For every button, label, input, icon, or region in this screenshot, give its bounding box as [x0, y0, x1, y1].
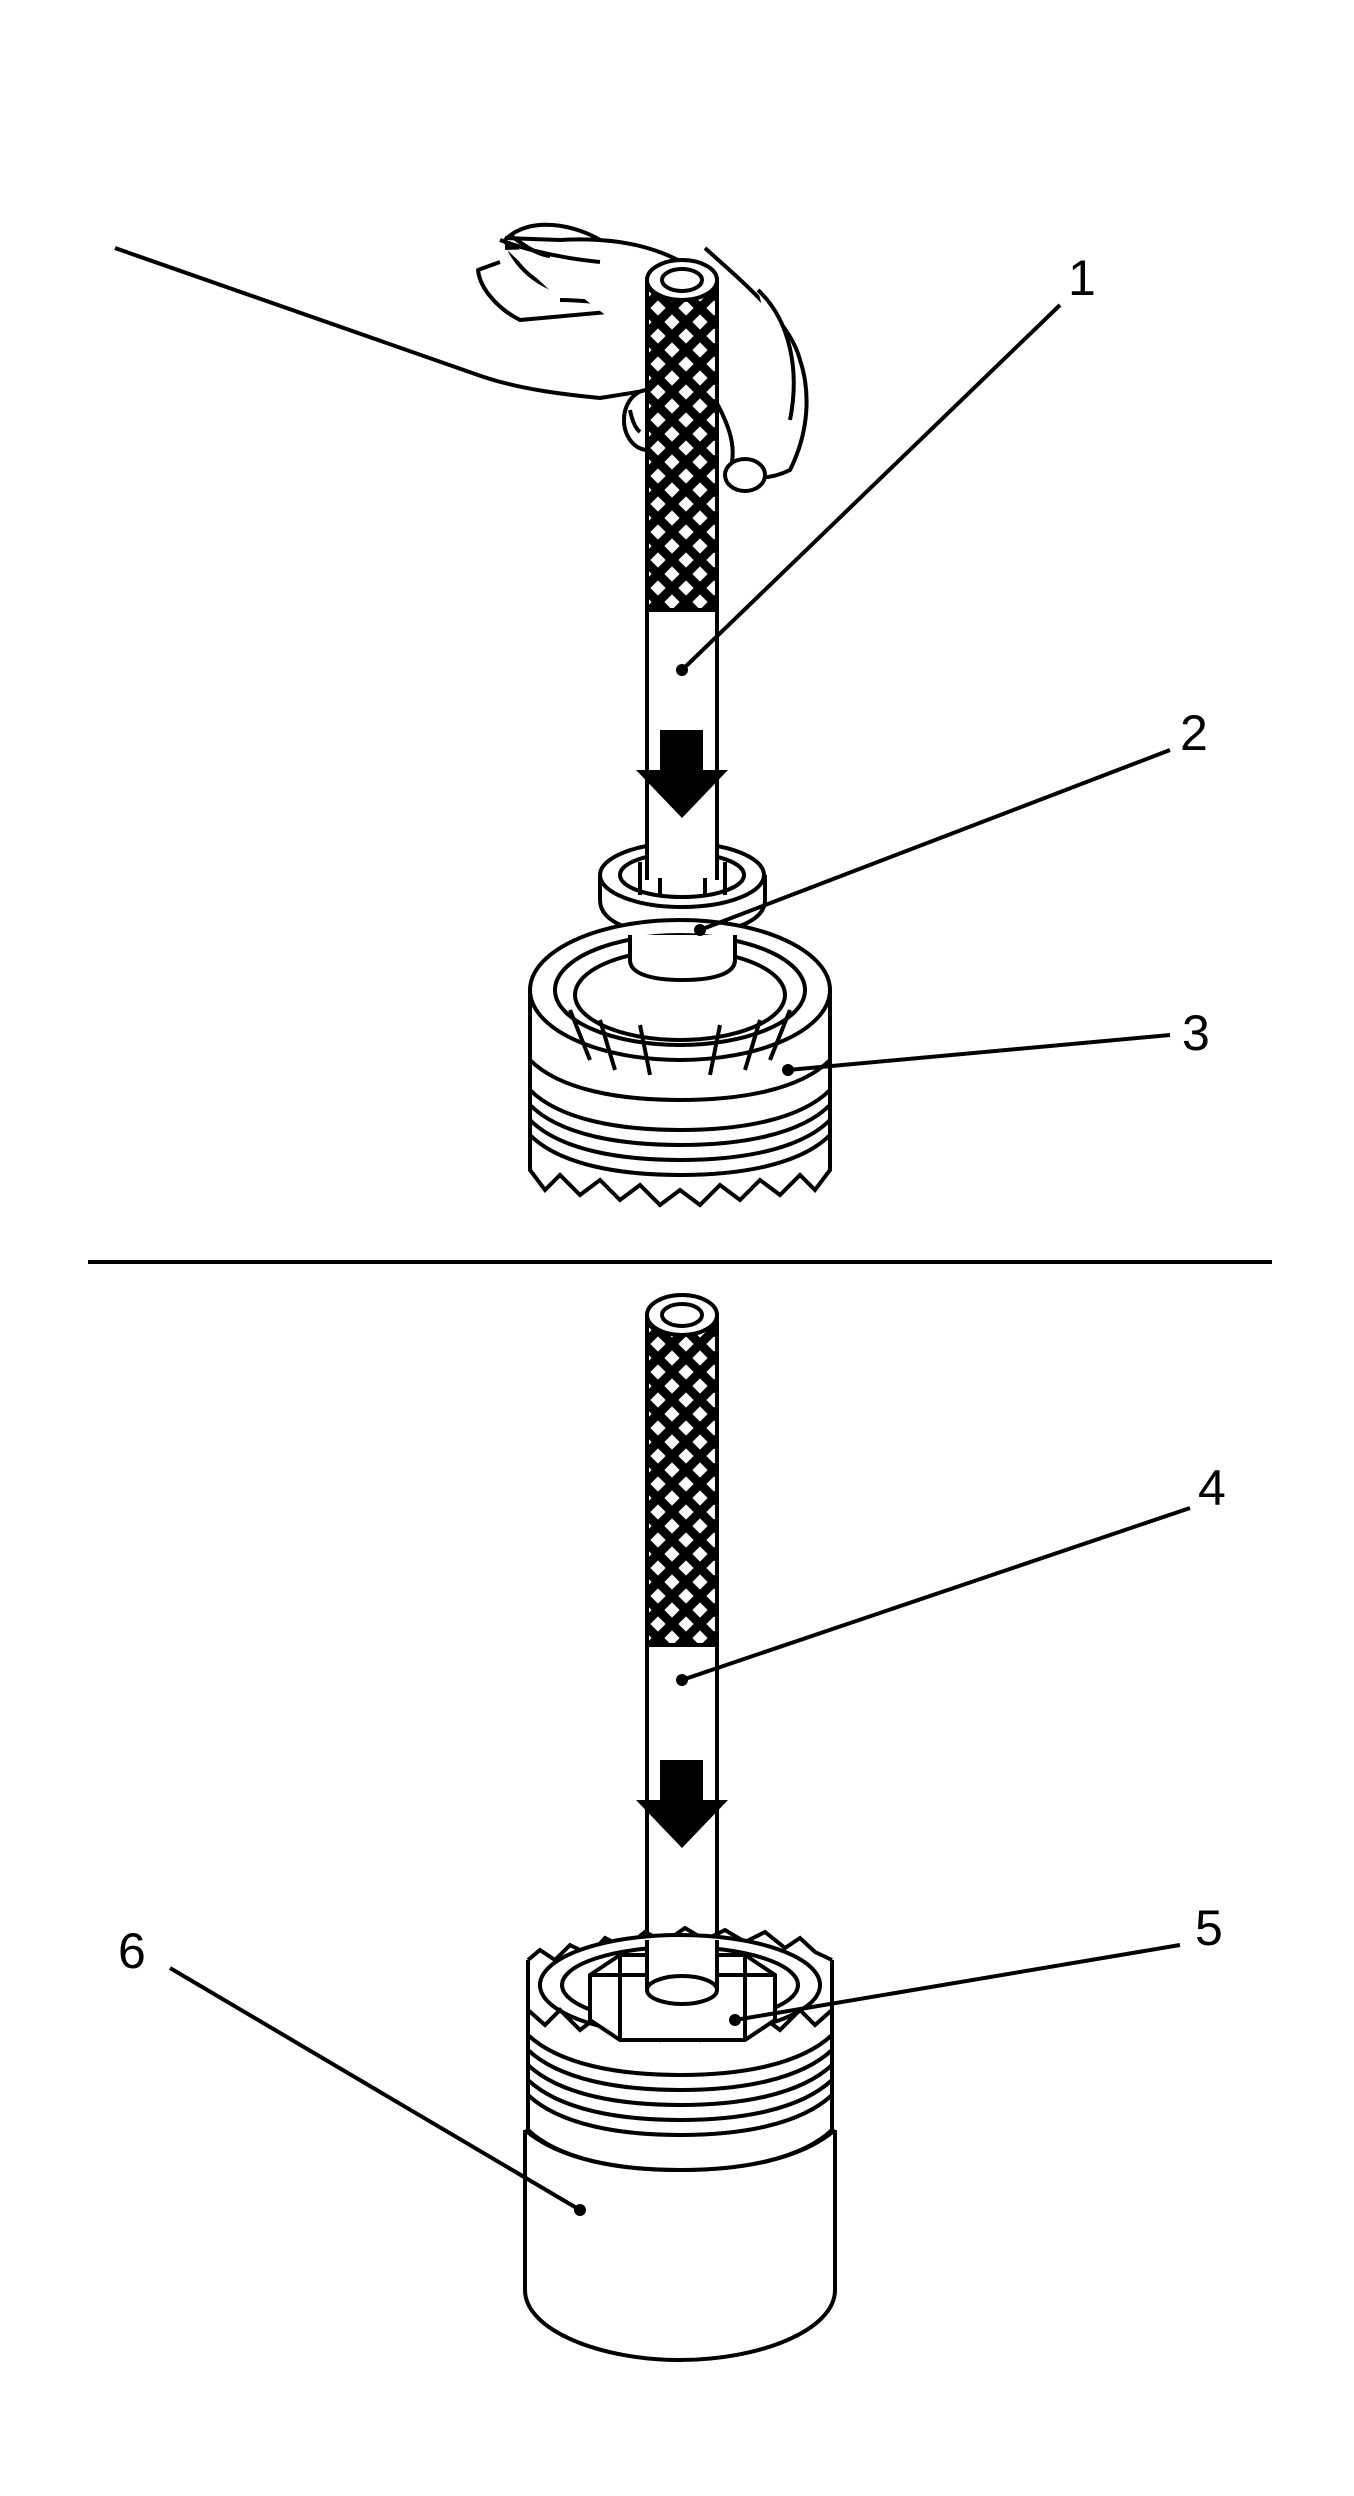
installer-handle-icon	[645, 1293, 719, 1997]
top-panel	[114, 222, 832, 1208]
callout-6: 6	[118, 1923, 586, 2216]
clutch-housing-icon	[528, 918, 832, 1208]
callout-4: 4	[676, 1460, 1226, 1686]
svg-text:6: 6	[118, 1923, 146, 1979]
installer-handle-icon	[645, 258, 719, 872]
bottom-panel	[523, 1293, 837, 2363]
callout-5: 5	[729, 1900, 1223, 2026]
seal-installer-icon	[588, 1940, 777, 2042]
callout-3: 3	[782, 1005, 1210, 1076]
push-direction-arrow-icon	[636, 1760, 728, 1848]
svg-text:2: 2	[1180, 705, 1208, 761]
svg-text:3: 3	[1182, 1005, 1210, 1061]
callout-1: 1	[676, 250, 1096, 676]
svg-text:1: 1	[1068, 250, 1096, 306]
svg-text:4: 4	[1198, 1460, 1226, 1516]
callout-2: 2	[694, 705, 1208, 936]
push-direction-arrow-icon	[636, 730, 728, 818]
svg-text:5: 5	[1195, 1900, 1223, 1956]
